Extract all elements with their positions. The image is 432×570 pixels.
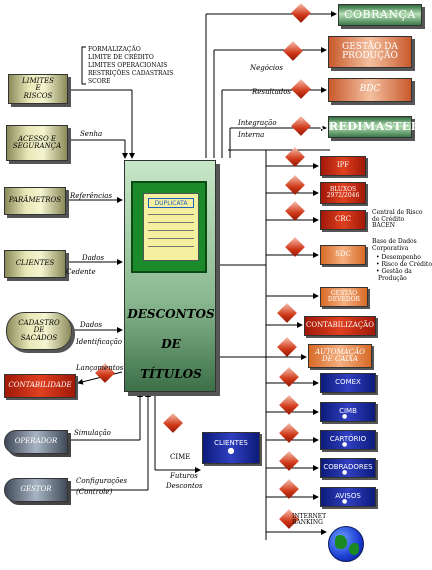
label-sdc-note-4: • Risco de Crédito — [376, 261, 432, 268]
credimaster-box[interactable]: CREDIMASTER — [320, 116, 420, 138]
operador-box[interactable]: OPERADOR — [4, 430, 68, 454]
credimaster-label: CREDIMASTER — [319, 120, 421, 134]
dot-icon: ● — [342, 413, 348, 420]
gestao-devedor-box[interactable]: GESTÃO DEVEDOR — [320, 287, 368, 307]
gestor-label: GESTOR — [20, 485, 52, 494]
gestao-producao-box[interactable]: GESTÃO DA PRODUÇÃO — [328, 36, 412, 68]
label-dados-id: Dados — [80, 321, 103, 329]
cartorio-box[interactable]: CARTÓRIO — [320, 430, 376, 450]
bdc-label: BDC — [359, 84, 381, 95]
label-controle: (Controle) — [76, 488, 113, 496]
dot-icon: ● — [342, 498, 348, 505]
cimb-box[interactable]: CIMB — [320, 402, 376, 422]
label-referencias: Referências — [70, 192, 113, 200]
sdc-label: SDC — [335, 250, 351, 259]
descontos-titulos-box[interactable]: DUPLICATA DESCONTOS DE TÍTULOS — [124, 160, 216, 392]
crc-label: CRC — [335, 215, 351, 224]
contabilidade-box[interactable]: CONTABILIDADE — [4, 374, 76, 398]
dot-icon: ● — [227, 446, 235, 456]
label-score: SCORE — [88, 78, 111, 85]
clientes-bottom-label: CLIENTES — [214, 439, 248, 448]
crc-box[interactable]: CRC — [320, 210, 366, 230]
label-sdc-note-1: Base de Dados — [372, 238, 417, 245]
label-configuracoes: Configurações — [76, 477, 128, 485]
title-line-1: DESCONTOS — [127, 307, 215, 321]
bluxos-box[interactable]: BLUXOS 2972/2046 — [320, 182, 366, 204]
label-crc-note: Central de Risco de Crédito BACEN — [372, 209, 423, 230]
limites-label: LIMITES E RISCOS — [22, 76, 54, 100]
label-sdc-note-5: • Gestão da — [376, 268, 412, 275]
clientes-box[interactable]: CLIENTES — [4, 250, 66, 278]
bdc-box[interactable]: BDC — [328, 78, 412, 102]
comex-box[interactable]: COMEX — [320, 373, 376, 393]
parametros-label: PARÂMETROS — [8, 196, 62, 205]
cadastro-sacados-box[interactable]: CADASTRO DE SACADOS — [6, 312, 72, 350]
title-line-3: TÍTULOS — [140, 367, 202, 381]
clientes-bottom-box[interactable]: CLIENTES ● — [202, 432, 260, 464]
contabilizacao-label: CONTABILIZAÇÃO — [306, 321, 374, 330]
label-negocios: Negócios — [250, 64, 283, 72]
cartorio-label: CARTÓRIO — [329, 435, 367, 444]
cimb-label: CIMB — [339, 407, 357, 416]
dot-icon: ● — [342, 441, 348, 448]
label-sdc-note-3: • Desempenho — [376, 254, 421, 261]
label-descontos: Descontos — [166, 482, 203, 490]
duplicata-label: DUPLICATA — [148, 198, 194, 208]
label-formalizacao: FORMALIZAÇÃO — [88, 46, 141, 53]
cobranca-label: COBRANÇA — [344, 8, 416, 22]
automacao-caixa-box[interactable]: AUTOMAÇÃO DE CAIXA — [308, 344, 372, 368]
label-simulacao: Simulação — [74, 429, 111, 437]
label-dados: Dados — [82, 254, 105, 262]
label-integracao: Integração — [238, 119, 277, 127]
cobranca-box[interactable]: COBRANÇA — [338, 4, 422, 26]
acesso-seguranca-box[interactable]: ACESSO E SEGURANÇA — [6, 125, 68, 161]
contabilizacao-box[interactable]: CONTABILIZAÇÃO — [304, 316, 376, 336]
cobradores-label: COBRADORES — [323, 463, 373, 472]
ipf-label: IPF — [336, 161, 350, 170]
contabilidade-label: CONTABILIDADE — [8, 381, 72, 390]
label-lancamentos: Lançamentos — [76, 364, 124, 372]
label-restricoes: RESTRIÇÕES CADASTRAIS — [88, 70, 174, 77]
clientes-label: CLIENTES — [15, 259, 55, 268]
dot-icon: ● — [342, 469, 348, 476]
avisos-box[interactable]: AVISOS — [320, 487, 376, 507]
sdc-box[interactable]: SDC — [320, 245, 366, 265]
acesso-label: ACESSO E SEGURANÇA — [12, 134, 62, 150]
cobradores-box[interactable]: COBRADORES — [320, 458, 376, 478]
comex-label: COMEX — [335, 378, 361, 387]
label-cime: CIME — [170, 453, 191, 461]
label-futuros: Futuros — [170, 472, 198, 480]
automacao-label: AUTOMAÇÃO DE CAIXA — [315, 347, 365, 363]
limites-riscos-box[interactable]: LIMITES E RISCOS — [8, 74, 68, 104]
document-frame: DUPLICATA — [131, 181, 207, 273]
bluxos-label: BLUXOS 2972/2046 — [326, 185, 360, 199]
globe-icon[interactable] — [328, 526, 364, 562]
title-line-2: DE — [161, 337, 181, 351]
label-limite-credito: LIMITE DE CRÉDITO — [88, 54, 154, 61]
duplicata-document: DUPLICATA — [143, 193, 199, 261]
label-limites-operacionais: LIMITES OPERACIONAIS — [88, 62, 168, 69]
gestao-label: GESTÃO DA PRODUÇÃO — [342, 41, 398, 61]
label-sdc-note-2: Corporativa — [372, 245, 409, 252]
operador-label: OPERADOR — [14, 437, 58, 446]
label-cedente: Cedente — [66, 268, 96, 276]
ipf-box[interactable]: IPF — [320, 156, 366, 176]
label-senha: Senha — [80, 130, 103, 138]
parametros-box[interactable]: PARÂMETROS — [4, 187, 66, 215]
label-sdc-note-6: Produção — [378, 275, 407, 282]
gestao-devedor-label: GESTÃO DEVEDOR — [327, 289, 361, 303]
label-resultados: Resultados — [252, 88, 292, 96]
avisos-label: AVISOS — [335, 492, 361, 501]
internet-label: INTERNET BANKING — [292, 513, 327, 526]
cadastro-label: CADASTRO DE SACADOS — [18, 318, 60, 342]
gestor-box[interactable]: GESTOR — [4, 478, 68, 502]
label-identificacao: Identificação — [76, 338, 123, 346]
label-interna: Interna — [238, 131, 265, 139]
